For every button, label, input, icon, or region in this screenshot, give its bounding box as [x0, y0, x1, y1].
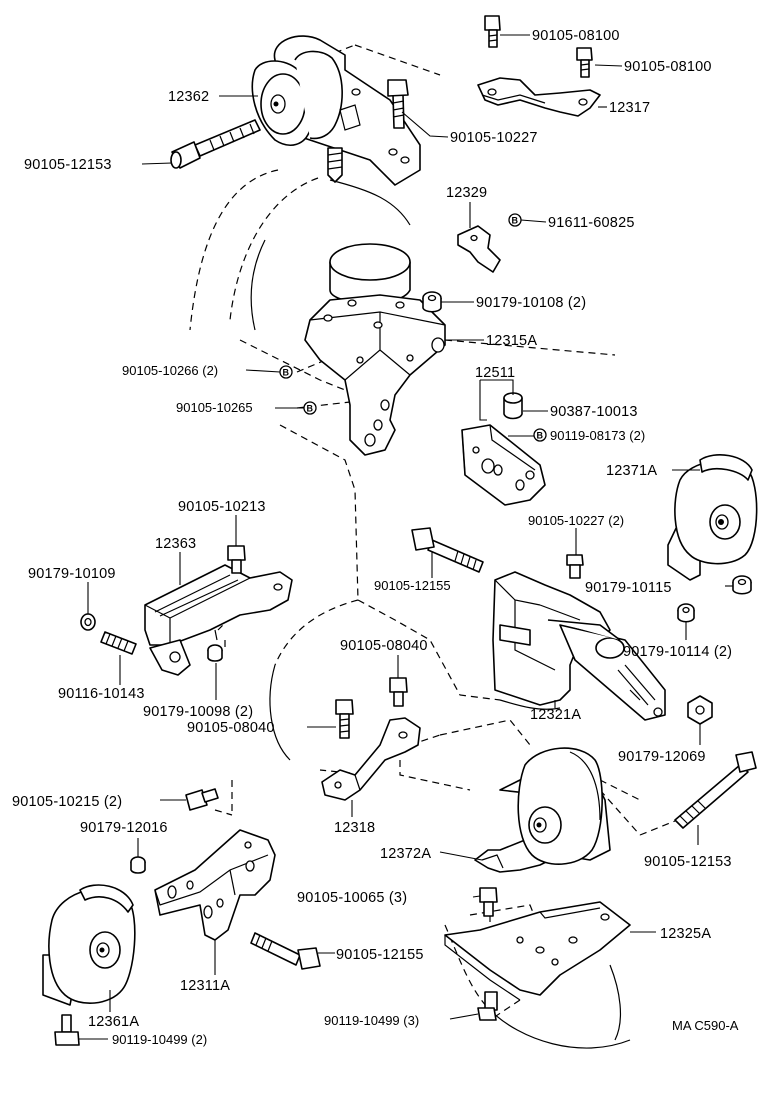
part-labels: 90105-08100 90105-08100 12317 12362 9010… — [12, 28, 739, 1047]
svg-text:B: B — [537, 431, 544, 441]
label-90105-08100-a: 90105-08100 — [532, 28, 620, 44]
badge-b-91611: B — [508, 213, 522, 227]
bracket-12363 — [144, 564, 293, 676]
label-90105-10227-top: 90105-10227 — [450, 130, 538, 146]
washer-90179-10109 — [80, 613, 96, 631]
bolt-90105-08040-b — [335, 699, 354, 739]
bolt-90105-10227-mid — [566, 554, 584, 579]
nut-90179-12069 — [687, 695, 713, 725]
leader-lines — [78, 34, 733, 1040]
label-90105-12153-top: 90105-12153 — [24, 157, 112, 173]
nut-90179-10114 — [677, 603, 695, 623]
label-90105-10215: 90105-10215 (2) — [12, 794, 122, 810]
label-12361A: 12361A — [88, 1014, 139, 1030]
label-90105-08040-b: 90105-08040 — [187, 720, 275, 736]
label-90179-10115: 90179-10115 — [585, 580, 672, 596]
bolt-90105-12153-bottom — [674, 751, 757, 829]
label-90105-12153-bottom: 90105-12153 — [644, 854, 732, 870]
bracket-12311A — [154, 829, 276, 941]
label-12325A: 12325A — [660, 926, 711, 942]
label-12362: 12362 — [168, 89, 209, 105]
bolt-90105-08100-b — [576, 47, 593, 78]
label-90179-12016: 90179-12016 — [80, 820, 168, 836]
label-12363: 12363 — [155, 536, 196, 552]
label-12311A: 12311A — [180, 978, 230, 994]
label-90179-10108: 90179-10108 (2) — [476, 295, 586, 311]
bolt-90105-08100-a — [484, 15, 501, 48]
bolt-90105-10227-top — [387, 79, 409, 129]
label-12315A: 12315A — [486, 333, 537, 349]
label-90179-10098: 90179-10098 (2) — [143, 704, 253, 720]
diagram-code: MA C590-A — [672, 1018, 739, 1033]
label-90105-10266: 90105-10266 (2) — [122, 363, 218, 378]
stud-90116-10143 — [100, 631, 137, 655]
bolt-90105-08040-a — [389, 677, 408, 707]
label-90105-10213: 90105-10213 — [178, 499, 266, 515]
bolt-90119-10499-left — [54, 1014, 80, 1046]
insulator-12361A — [42, 884, 136, 1006]
washer-90179-12016 — [130, 856, 146, 874]
label-90105-10065: 90105-10065 (3) — [297, 890, 407, 906]
bolt-90119-10499-right — [477, 991, 498, 1021]
svg-text:B: B — [283, 368, 290, 378]
label-90119-10499-left: 90119-10499 (2) — [112, 1032, 207, 1047]
bolt-90105-12155-mid — [411, 527, 484, 573]
bracket-12317 — [477, 77, 601, 117]
insulator-12371A — [667, 454, 758, 581]
engine-mount-bracket-12362 — [251, 35, 421, 186]
bolt-90105-10065 — [479, 887, 498, 917]
bracket-plate-12325A — [444, 901, 631, 1001]
label-90105-10265: 90105-10265 — [176, 400, 253, 415]
label-90179-10114: 90179-10114 (2) — [623, 644, 732, 660]
nut-90179-10098 — [207, 644, 223, 662]
nut-90179-10108 — [422, 291, 442, 313]
label-12511: 12511 — [475, 365, 515, 381]
bracket-12511 — [461, 424, 546, 506]
engine-outline — [189, 169, 631, 1049]
badge-b-90119-08173: B — [533, 428, 547, 442]
label-90116-10143: 90116-10143 — [58, 686, 145, 702]
label-90119-08173: 90119-08173 (2) — [550, 428, 645, 443]
label-90105-10227-mid: 90105-10227 (2) — [528, 513, 624, 528]
insulator-12372A — [474, 747, 611, 873]
label-12371A: 12371A — [606, 463, 657, 479]
label-90119-10499-right: 90119-10499 (3) — [324, 1013, 419, 1028]
badge-b-90105-10266: B — [279, 365, 293, 379]
bolt-90105-12153-top — [170, 119, 261, 169]
label-90105-12155-bottom: 90105-12155 — [336, 947, 424, 963]
bracket-12318 — [321, 717, 421, 801]
label-12318: 12318 — [334, 820, 375, 836]
bolt-90105-10213 — [227, 545, 246, 574]
bracket-12329 — [457, 225, 501, 273]
label-90387-10013: 90387-10013 — [550, 404, 638, 420]
bolt-90105-10215 — [185, 788, 219, 811]
label-90105-08100-b: 90105-08100 — [624, 59, 712, 75]
label-12329: 12329 — [446, 185, 487, 201]
label-12372A: 12372A — [380, 846, 431, 862]
label-12317: 12317 — [609, 100, 650, 116]
mount-bracket-12315A — [304, 243, 446, 456]
mount-bracket-12321A — [492, 571, 666, 721]
collar-90387-10013 — [503, 392, 523, 420]
label-90105-12155-mid: 90105-12155 — [374, 578, 451, 593]
label-90179-10109: 90179-10109 — [28, 566, 116, 582]
nut-90179-10115 — [732, 575, 752, 595]
svg-text:B: B — [512, 216, 519, 226]
svg-text:B: B — [307, 404, 314, 414]
label-91611-60825: 91611-60825 — [548, 215, 635, 231]
bolt-90105-12155-bottom — [250, 932, 321, 970]
label-90179-12069: 90179-12069 — [618, 749, 706, 765]
badge-b-90105-10265: B — [303, 401, 317, 415]
label-90105-08040-a: 90105-08040 — [340, 638, 428, 654]
label-12321A: 12321A — [530, 707, 581, 723]
